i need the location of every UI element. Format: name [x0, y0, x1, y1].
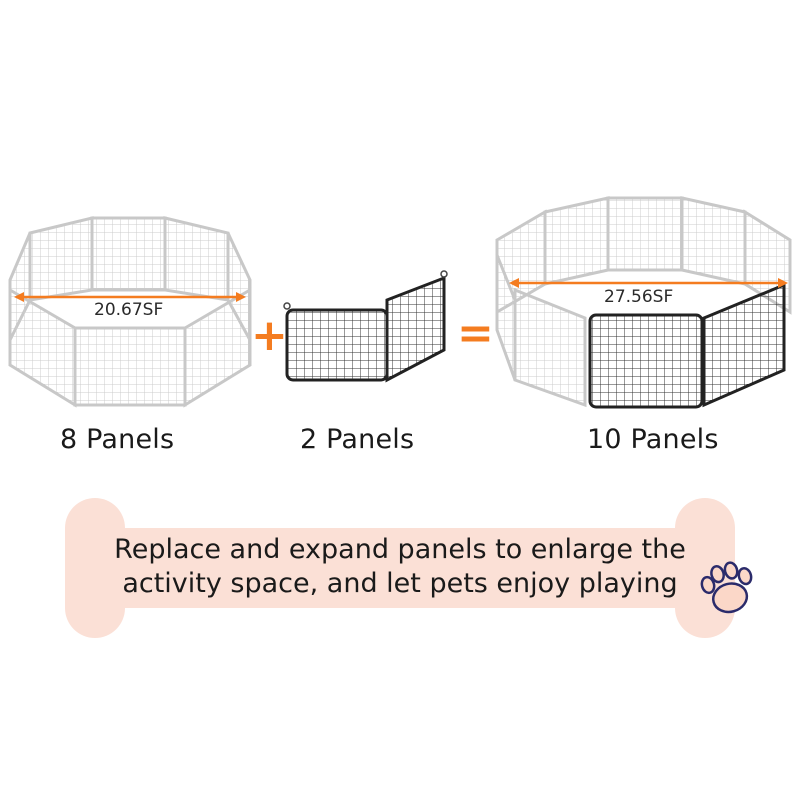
banner-line-2: activity space, and let pets enjoy playi…	[122, 568, 678, 599]
two-panel-set	[283, 270, 448, 383]
banner-caption: Replace and expand panels to enlarge the…	[90, 533, 710, 601]
ten-panel-pen	[495, 196, 792, 409]
bone-banner	[65, 498, 735, 638]
paw-print-icon	[700, 561, 753, 614]
two-panels-label: 2 Panels	[300, 424, 415, 455]
left-area-label: 20.67SF	[94, 300, 164, 320]
ten-panels-label: 10 Panels	[587, 424, 719, 455]
equals-sign: =	[457, 308, 494, 359]
plus-sign: +	[251, 310, 288, 361]
right-area-label: 27.56SF	[604, 287, 674, 307]
eight-panel-pen	[8, 216, 252, 408]
banner-line-1: Replace and expand panels to enlarge the	[114, 534, 686, 565]
eight-panels-label: 8 Panels	[60, 424, 175, 455]
